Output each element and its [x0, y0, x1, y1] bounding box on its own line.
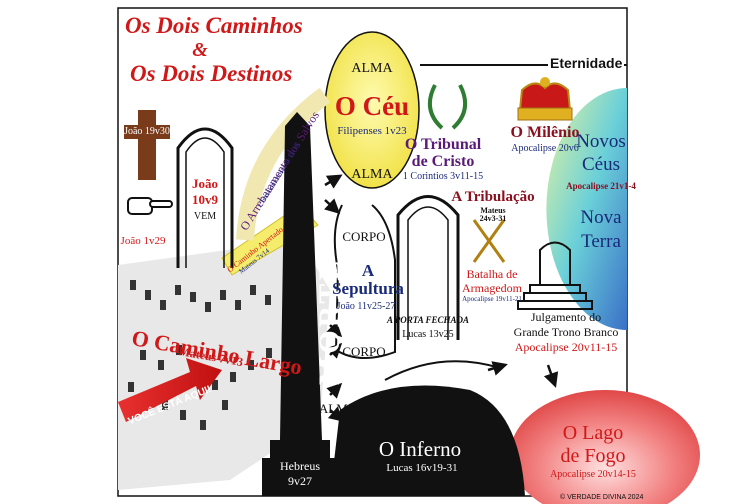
heaven-soul-label: ALMA: [351, 61, 393, 76]
lake-ref: Apocalipse 20v14-15: [550, 469, 636, 480]
crown-icon: [517, 77, 573, 121]
grave-line1: A: [361, 261, 375, 280]
millennium-ref: Apocalipse 20v6: [511, 143, 579, 154]
body-label-lower: CORPO: [342, 344, 386, 359]
new-earth-line2: Terra: [581, 231, 621, 252]
armageddon-ref: Apocalipse 19v11-21: [462, 295, 522, 303]
hell-ref: Lucas 16v19-31: [386, 462, 458, 474]
door-arch-inner: [185, 137, 225, 268]
cross-icon: [124, 110, 170, 180]
copyright: © VERDADE DIVINA 2024: [560, 494, 644, 501]
judgment-line2: Grande Trono Branco: [513, 325, 619, 339]
title-line3: Os Dois Destinos: [130, 61, 293, 86]
soul-label-mid: ALMA: [351, 167, 393, 182]
body-label-upper: CORPO: [342, 229, 386, 244]
laurel-wreath-icon: [427, 84, 468, 130]
tribulation-ref-line2: 24v3-31: [479, 214, 507, 223]
hebrews-line2: 9v27: [288, 474, 312, 488]
throne-icon: [517, 241, 593, 310]
new-heavens-line1: Novos: [576, 131, 626, 152]
lake-line1: O Lago: [562, 422, 624, 444]
lake-line2: de Fogo: [560, 445, 626, 467]
broad-road: [118, 240, 330, 490]
hebrews-line1: Hebreus: [280, 459, 320, 473]
grave-shape: [333, 204, 396, 359]
eternity-label: Eternidade: [548, 55, 625, 71]
new-heavens-shape: [546, 88, 627, 330]
hell-title: O Inferno: [378, 437, 462, 461]
title-line2: &: [192, 39, 208, 61]
title-line1: Os Dois Caminhos: [125, 13, 303, 38]
door-come-label: VEM: [193, 211, 217, 222]
heaven-title: O Céu: [334, 91, 410, 121]
door-ref-line2: 10v9: [192, 192, 218, 207]
tribunal-line2: de Cristo: [411, 153, 475, 170]
crossed-swords-icon: [472, 219, 506, 263]
armageddon-line2: Armagedom: [462, 281, 522, 295]
rapture-path: [236, 87, 331, 241]
millennium-title: O Milênio: [510, 124, 580, 141]
judgment-line1: Julgamento do: [530, 310, 602, 324]
tribunal-ref: 1 Corintios 3v11-15: [402, 171, 484, 182]
soul-label-lower: ALMA: [318, 401, 358, 416]
tribunal-line1: O Tribunal: [404, 136, 482, 153]
death-label: MORTE: [313, 257, 346, 385]
you-are-here-arrow: [118, 358, 222, 422]
lake-of-fire-shape: [510, 390, 700, 504]
door-arch: [176, 127, 234, 268]
new-heavens-line2: Céus: [582, 154, 620, 175]
closed-door-inner: [407, 206, 449, 340]
tribulation-ref-line1: Mateus: [480, 206, 506, 215]
grave-ref: João 11v25-27: [336, 301, 396, 312]
closed-door-label: A PORTA FECHADA: [386, 315, 470, 325]
tribulation-title: A Tribulação: [451, 189, 535, 205]
pointing-hand-icon: [127, 197, 173, 215]
armageddon-line1: Batalha de: [466, 267, 518, 281]
new-heavens-ref: Apocalipse 21v1-4: [566, 181, 636, 191]
hell-shape: [330, 385, 525, 496]
cross-ref: João 19v30: [124, 126, 170, 137]
door-ref-line1: João: [192, 176, 218, 191]
obelisk: [262, 112, 338, 496]
heaven-ref: Filipenses 1v23: [337, 125, 407, 137]
curve-arrow: [384, 360, 501, 381]
closed-door: [396, 195, 460, 340]
heaven-shape: [324, 31, 420, 189]
grave-line2: Sepultura: [332, 279, 404, 298]
judgment-ref: Apocalipse 20v11-15: [514, 340, 618, 354]
closed-door-ref: Lucas 13v25: [402, 329, 454, 340]
new-earth-line1: Nova: [580, 207, 622, 228]
hand-ref: João 1v29: [120, 235, 166, 247]
